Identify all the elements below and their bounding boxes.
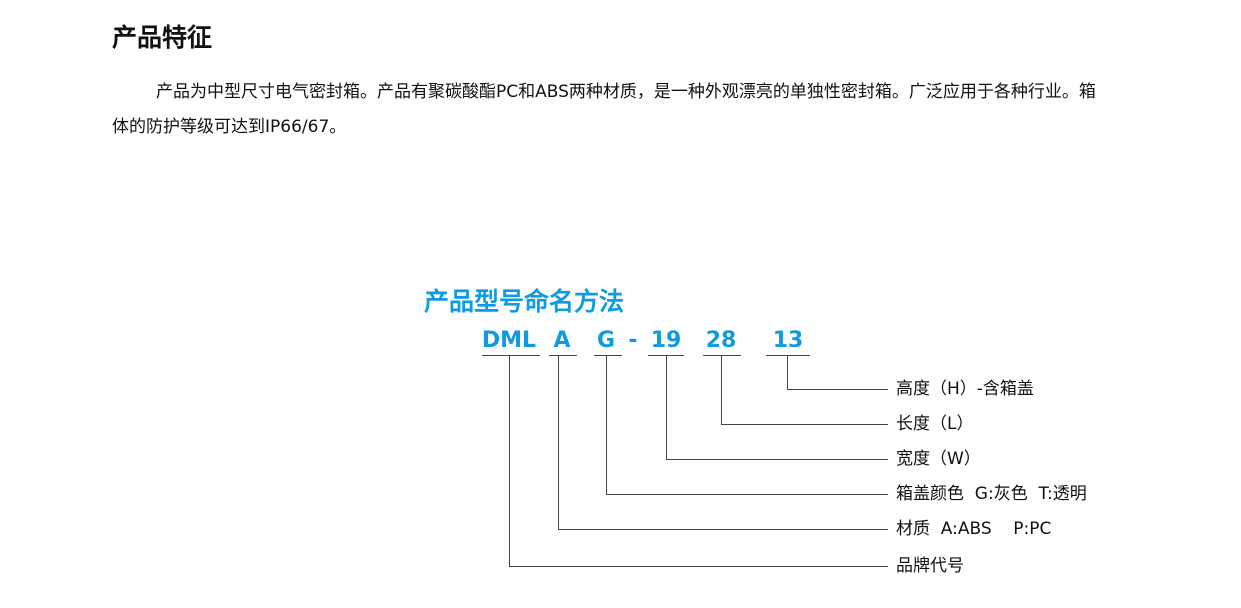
connector-length bbox=[721, 356, 888, 425]
features-title: 产品特征 bbox=[112, 23, 213, 52]
label-length: 长度（L） bbox=[896, 414, 974, 434]
underline-width bbox=[648, 355, 684, 356]
label-lid-color: 箱盖颜色 G:灰色 T:透明 bbox=[896, 484, 1087, 504]
label-material: 材质 A:ABS P:PC bbox=[896, 519, 1052, 539]
underline-height bbox=[766, 355, 810, 356]
segment-height-code: 13 bbox=[772, 328, 804, 353]
features-description: 产品为中型尺寸电气密封箱。产品有聚碳酸酯PC和ABS两种材质，是一种外观漂亮的单… bbox=[112, 82, 1096, 137]
label-brand-code: 品牌代号 bbox=[896, 556, 964, 576]
segment-dash: - bbox=[628, 328, 638, 353]
segment-brand-code: DML bbox=[481, 328, 537, 353]
connector-width bbox=[666, 356, 888, 460]
connector-height bbox=[787, 356, 888, 390]
label-height: 高度（H）-含箱盖 bbox=[896, 379, 1034, 399]
label-width: 宽度（W） bbox=[896, 449, 981, 469]
naming-title: 产品型号命名方法 bbox=[424, 287, 625, 316]
connector-material bbox=[558, 356, 888, 530]
segment-material-code: A bbox=[553, 328, 571, 353]
connector-color bbox=[606, 356, 888, 495]
segment-width-code: 19 bbox=[650, 328, 682, 353]
connector-brand bbox=[509, 356, 888, 567]
segment-color-code: G bbox=[596, 328, 616, 353]
segment-length-code: 28 bbox=[705, 328, 737, 353]
underline-length bbox=[703, 355, 741, 356]
underline-material bbox=[549, 355, 577, 356]
underline-color bbox=[594, 355, 622, 356]
underline-brand bbox=[482, 355, 540, 356]
